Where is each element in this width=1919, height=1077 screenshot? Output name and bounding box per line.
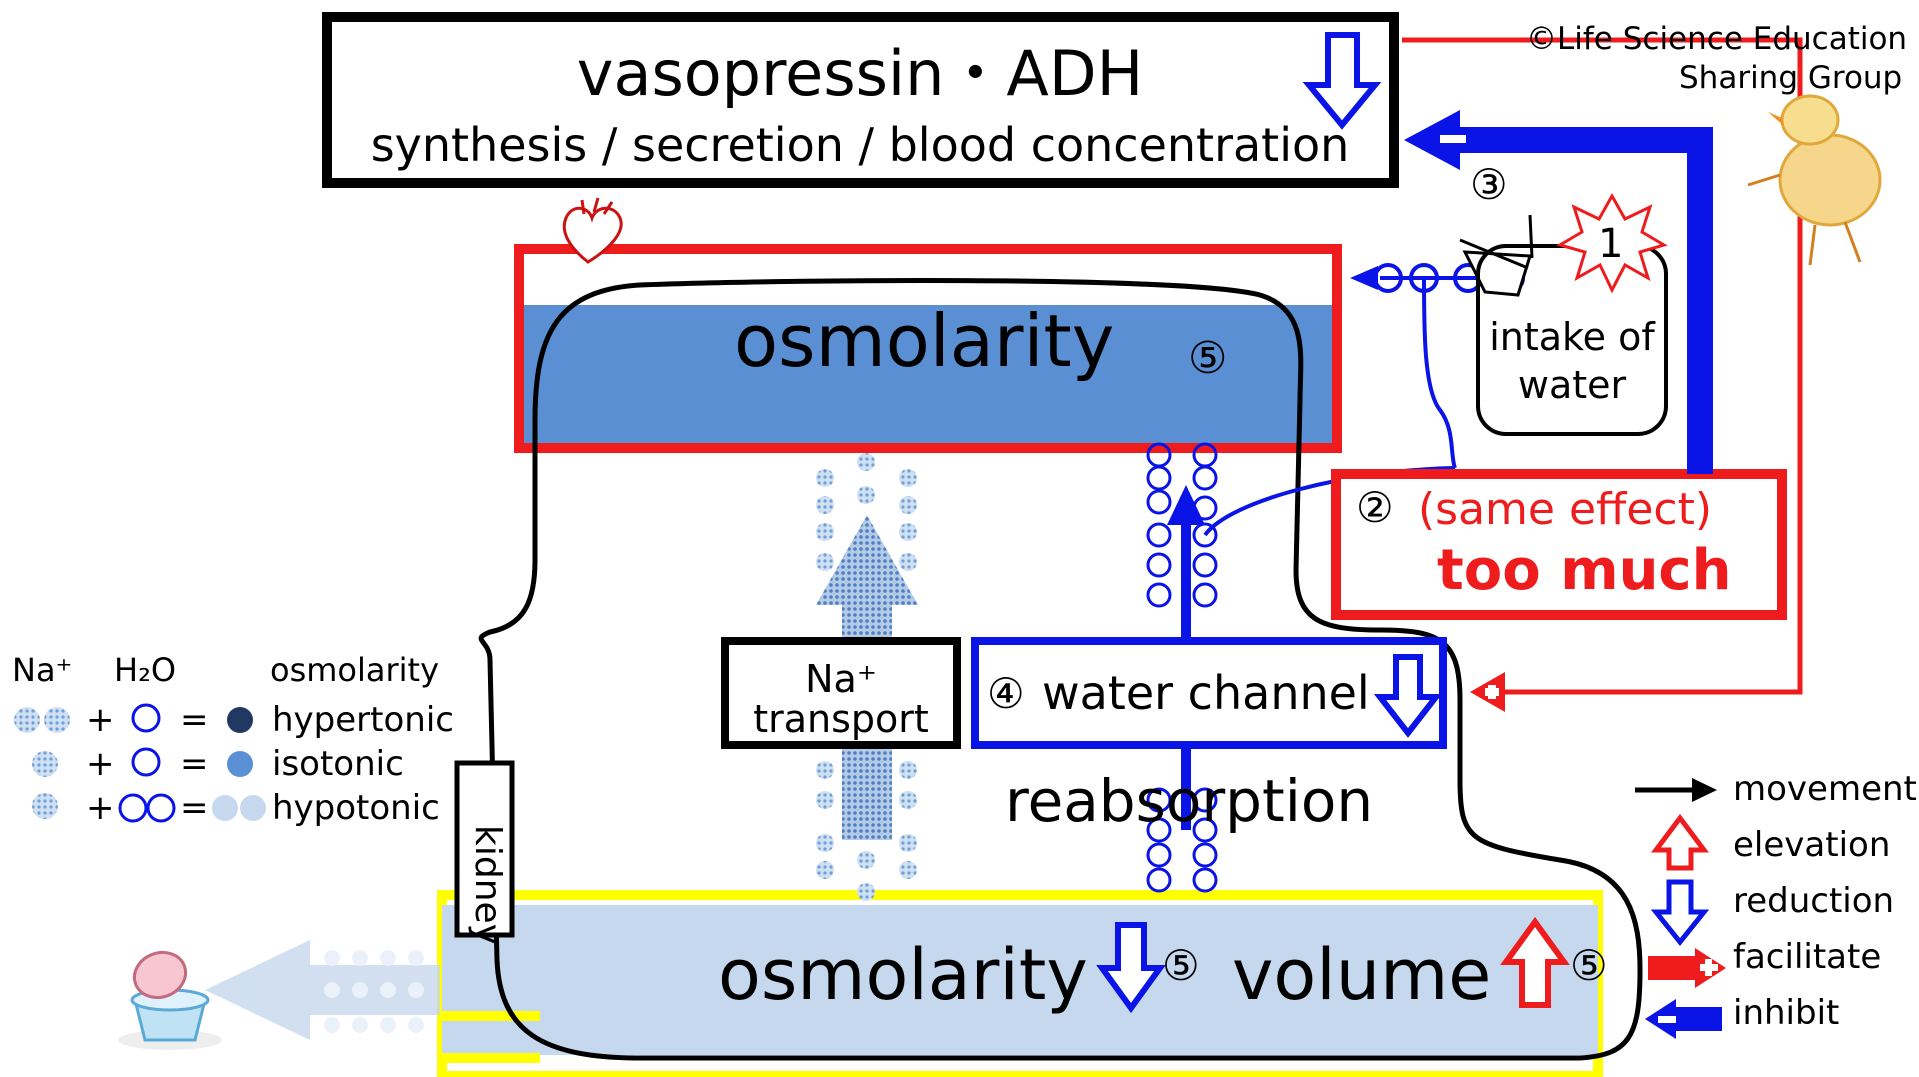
urine-marker-1: ⑤ [1162, 941, 1200, 990]
legend-row3-plus: + [86, 788, 115, 828]
legend-elevation-label: elevation [1733, 825, 1891, 865]
water-channel-marker: ④ [987, 669, 1025, 718]
reabsorption-label: reabsorption [1005, 767, 1374, 835]
water-channel-box [971, 637, 1447, 749]
legend-facilitate-label: facilitate [1733, 937, 1882, 977]
legend-na-header: Na⁺ [12, 651, 73, 689]
urine-compartment [437, 890, 1603, 1077]
legend-row3-eq: = [180, 788, 209, 828]
heart-icon [562, 197, 623, 264]
too-much-box [1331, 469, 1787, 620]
legend-row3-label: hypotonic [272, 788, 440, 828]
blood-marker: ⑤ [1188, 333, 1228, 384]
legend-left-symbols [14, 703, 266, 823]
urine-marker-2: ⑤ [1570, 941, 1608, 990]
too-much-label: too much [1437, 538, 1732, 603]
intake-marker: 1 [1598, 221, 1624, 267]
blood-compartment [514, 244, 1342, 453]
too-much-marker: ② [1356, 483, 1394, 532]
na-transport-line1: Na⁺ [805, 657, 877, 701]
urine-osmolarity-label: osmolarity [718, 934, 1088, 1016]
na-transport-box [721, 637, 961, 749]
kidney-outline [478, 278, 1643, 1061]
too-much-same-effect: (same effect) [1418, 484, 1713, 535]
starburst-icon [1556, 192, 1668, 294]
legend-row2-plus: + [86, 744, 115, 784]
red-up-arrow-icon [1651, 813, 1709, 871]
urine-volume-elevation-arrow [1500, 916, 1570, 1008]
legend-row2-label: isotonic [272, 744, 404, 784]
blood-osmolarity-label: osmolarity [734, 299, 1115, 383]
legend-reduction-label: reduction [1733, 881, 1895, 921]
toilet-icon [118, 950, 222, 1050]
water-channel-label: water channel [1042, 666, 1370, 720]
legend-movement-label: movement [1733, 769, 1917, 809]
legend-row1-label: hypertonic [272, 700, 454, 740]
legend-h2o-header: H₂O [114, 651, 177, 689]
urine-osmolarity-reduction-arrow [1096, 922, 1166, 1014]
chick-icon [1747, 94, 1882, 266]
adh-box [322, 12, 1399, 188]
adh-title: vasopressin・ADH [576, 37, 1144, 110]
cup-icon [1459, 214, 1534, 297]
intake-label-1: intake of [1489, 315, 1655, 359]
kidney-label: kidney [467, 825, 508, 945]
intake-label-2: water [1517, 363, 1627, 407]
copyright-line2: Sharing Group [1679, 60, 1903, 96]
legend-osmolarity-header: osmolarity [270, 651, 440, 689]
inhibit-arrow [1404, 110, 1713, 474]
blue-down-arrow-icon [1650, 879, 1710, 947]
urine-volume-label: volume [1232, 934, 1492, 1016]
channel-reduction-arrow [1373, 654, 1443, 738]
adh-reduction-arrow [1302, 32, 1382, 130]
urine-tube [442, 1011, 540, 1063]
kidney-label-box [454, 760, 515, 938]
adh-subtitle: synthesis / secretion / blood concentrat… [370, 118, 1350, 172]
legend-row2-eq: = [180, 744, 209, 784]
legend-inhibit-label: inhibit [1733, 993, 1840, 1033]
legend-row1-plus: + [86, 700, 115, 740]
step3-marker: ③ [1470, 160, 1508, 209]
urine-outflow-arrow [205, 940, 440, 1040]
copyright-line1: ©Life Science Education [1526, 21, 1908, 57]
legend-right-symbols [1635, 778, 1726, 1039]
facilitate-line [1402, 37, 1803, 712]
na-transport-line2: transport [753, 697, 929, 741]
legend-row1-eq: = [180, 700, 209, 740]
